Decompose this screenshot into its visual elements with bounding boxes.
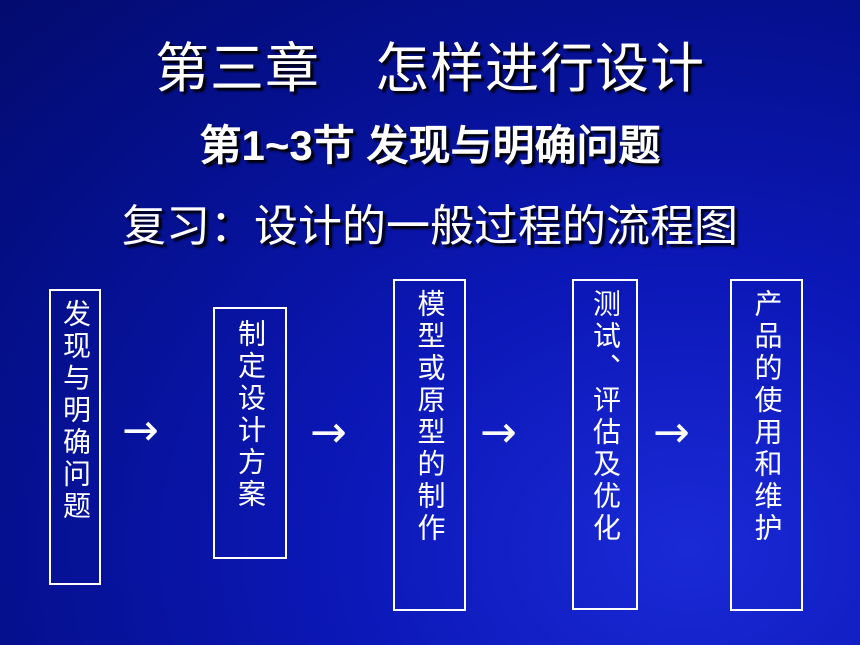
flow-step-use: 产品的使用和维护 [730,279,803,611]
flow-step-model: 模型或原型的制作 [393,279,466,611]
flow-step-label: 制定设计方案 [234,319,267,511]
flow-step-plan: 制定设计方案 [213,307,287,559]
chapter-title: 第三章 怎样进行设计 [155,37,705,100]
arrow-right-icon: → [122,405,159,456]
flow-step-discover: 发现与明确问题 [49,289,101,585]
flow-step-test: 测试、评估及优化 [572,279,638,610]
flow-step-label: 产品的使用和维护 [750,289,784,545]
arrow-right-icon: → [310,407,347,458]
flow-step-label: 发现与明确问题 [59,299,92,523]
arrow-right-icon: → [653,407,690,458]
flow-step-label: 模型或原型的制作 [413,289,447,545]
section-title: 第1~3节 发现与明确问题 [199,122,661,169]
flow-step-label: 测试、评估及优化 [589,289,622,545]
arrow-right-icon: → [480,407,517,458]
review-heading: 复习：设计的一般过程的流程图 [122,201,738,252]
